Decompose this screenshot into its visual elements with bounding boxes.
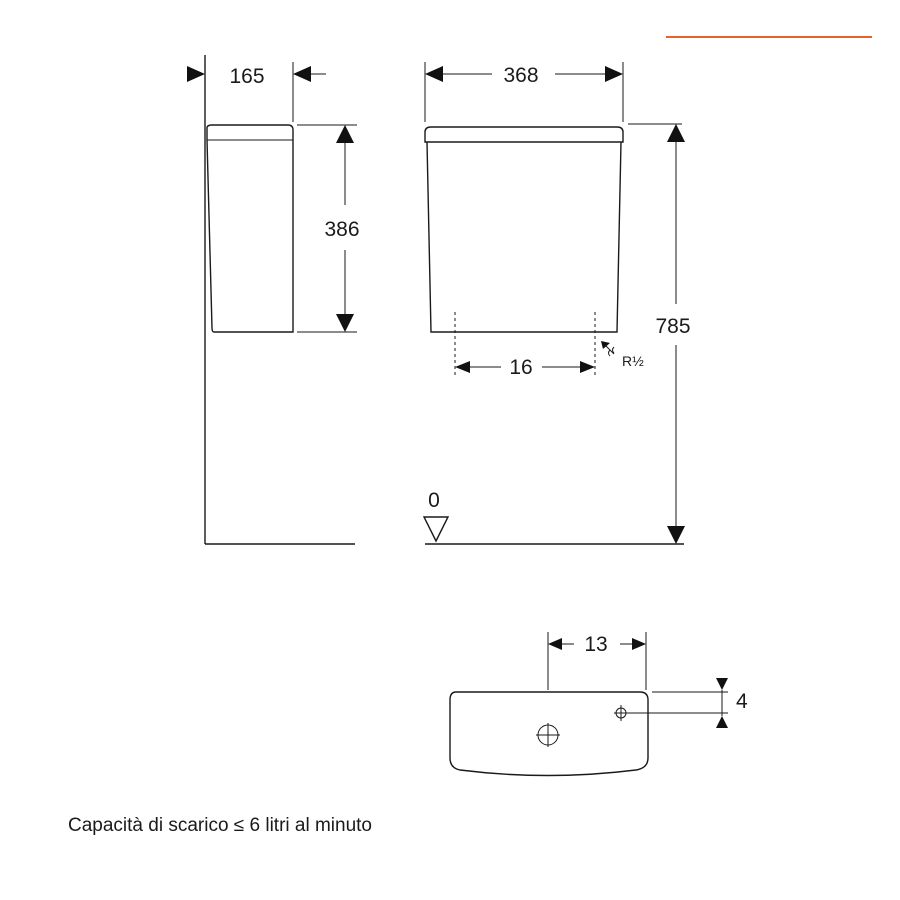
outlet-hole-icon	[536, 723, 560, 747]
front-lid-outline	[424, 126, 624, 143]
tank-height-arrow-top	[336, 125, 354, 143]
inlet-arrow-left	[455, 361, 470, 373]
front-tank-outline	[426, 141, 622, 333]
outlet-depth-arrow-top	[716, 678, 728, 690]
inlet-spacing-label: 16	[509, 356, 532, 379]
side-view: 165 386	[187, 55, 360, 545]
inlet-hole-icon	[614, 705, 628, 721]
total-height-arrow-top	[667, 124, 685, 142]
floor-level-label: 0	[428, 489, 440, 512]
outlet-offset-label: 13	[584, 633, 607, 656]
floor-level-icon	[422, 516, 450, 543]
top-view: 13 4	[449, 632, 748, 777]
outlet-depth-arrow-bottom	[716, 716, 728, 728]
top-view-outline	[449, 691, 649, 777]
inlet-arrow-right	[580, 361, 595, 373]
total-height-label: 785	[655, 315, 690, 338]
inlet-thread-label: R½	[622, 353, 644, 369]
total-height-arrow-bottom	[667, 526, 685, 544]
tank-height-label: 386	[324, 218, 359, 241]
outlet-arrow-right	[632, 638, 646, 650]
outlet-arrow-left	[548, 638, 562, 650]
front-view: 368 16 R½ 785 0	[422, 62, 691, 545]
side-tank-outline	[206, 124, 294, 333]
inlet-thread-icon	[601, 341, 615, 357]
depth-arrow-right	[293, 66, 311, 82]
width-arrow-left	[425, 66, 443, 82]
tank-height-arrow-bottom	[336, 314, 354, 332]
depth-label: 165	[229, 65, 264, 88]
width-label: 368	[503, 64, 538, 87]
outlet-depth-label: 4	[736, 690, 748, 713]
flush-capacity-caption: Capacità di scarico ≤ 6 litri al minuto	[68, 815, 372, 836]
width-arrow-right	[605, 66, 623, 82]
depth-arrow-left	[187, 66, 205, 82]
